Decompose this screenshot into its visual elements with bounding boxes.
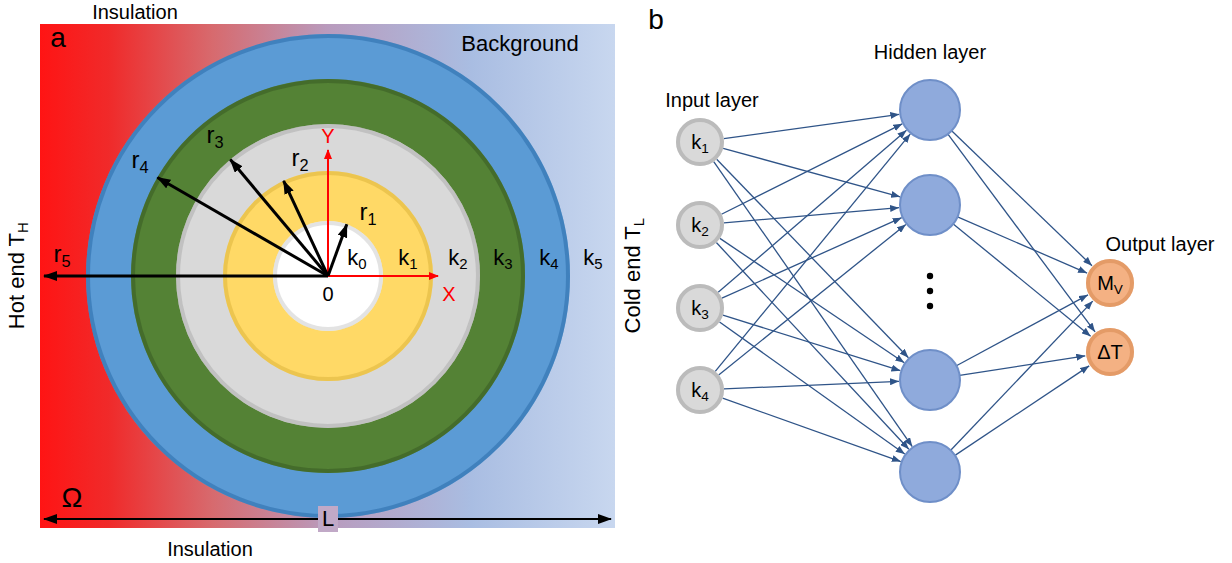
output-neuron: MV [1086, 259, 1134, 307]
network-connection [721, 124, 902, 214]
boundary-label: Hot end TH [4, 222, 29, 329]
radius-arrow [230, 160, 328, 276]
boundary-label: Cold end TL [620, 218, 645, 334]
radius-arrow [157, 178, 328, 277]
network-connection [722, 218, 902, 299]
conductivity-label: k5 [583, 245, 602, 270]
coordinate-axis [327, 150, 329, 276]
conductivity-label: k1 [398, 245, 417, 270]
network-connection [718, 130, 906, 292]
radius-arrow [328, 224, 347, 276]
radius-label: r3 [206, 121, 223, 149]
region-label: Background [461, 31, 578, 56]
network-connection [955, 366, 1089, 455]
network-connection [956, 295, 1088, 366]
conductivity-label: k3 [493, 245, 512, 270]
dimension-label: L [318, 506, 338, 531]
network-connection [717, 159, 909, 357]
layer-label: Input layer [665, 89, 758, 112]
hidden-neuron [900, 175, 960, 235]
network-connection [719, 224, 906, 375]
conductivity-label: k0 [347, 245, 366, 270]
axis-label: X [442, 283, 455, 306]
network-connection [716, 243, 909, 450]
origin-label: 0 [322, 283, 333, 306]
radius-label: r2 [291, 144, 308, 172]
network-connection [724, 208, 899, 223]
conductivity-label: k3 [691, 297, 709, 320]
conductivity-label: k2 [448, 245, 467, 270]
network-connection [720, 322, 905, 454]
conductivity-label: k4 [691, 379, 709, 402]
network-connection [953, 224, 1090, 336]
network-connection [715, 134, 910, 371]
ellipsis-dot [927, 288, 933, 294]
conductivity-label: k1 [691, 131, 709, 154]
radius-arrow [44, 275, 328, 278]
network-connection [958, 217, 1088, 273]
output-neuron: ΔT [1086, 328, 1134, 376]
network-connection [724, 114, 900, 138]
radius-label: r1 [359, 198, 376, 226]
boundary-label: Insulation [92, 1, 178, 24]
axis-label: Y [321, 125, 334, 148]
radius-label: r4 [131, 146, 148, 174]
hidden-neuron [900, 442, 960, 502]
network-connection [714, 162, 913, 447]
ellipsis-dot [927, 273, 933, 279]
network-connection [723, 398, 901, 462]
input-neuron: k1 [676, 118, 724, 166]
input-neuron: k2 [676, 201, 724, 249]
network-connection [960, 356, 1086, 376]
conductivity-label: MV [1097, 272, 1123, 295]
layer-label: Hidden layer [874, 41, 986, 64]
network-connection [723, 148, 900, 196]
network-connection [951, 301, 1093, 450]
conductivity-label: ΔT [1097, 341, 1123, 364]
panel-letter: a [50, 22, 66, 54]
coordinate-axis [328, 275, 438, 277]
input-neuron: k3 [676, 284, 724, 332]
network-connection [724, 381, 899, 389]
ellipsis-dot [927, 303, 933, 309]
conductivity-label: k4 [539, 245, 558, 270]
hidden-neuron [900, 350, 960, 410]
hidden-neuron [900, 80, 960, 140]
domain-label: Ω [62, 482, 83, 514]
conductivity-label: k2 [691, 214, 709, 237]
panel-letter: b [648, 4, 664, 36]
boundary-label: Insulation [167, 538, 253, 561]
layer-label: Output layer [1106, 233, 1215, 256]
input-neuron: k4 [676, 366, 724, 414]
radius-label: r5 [53, 240, 70, 268]
